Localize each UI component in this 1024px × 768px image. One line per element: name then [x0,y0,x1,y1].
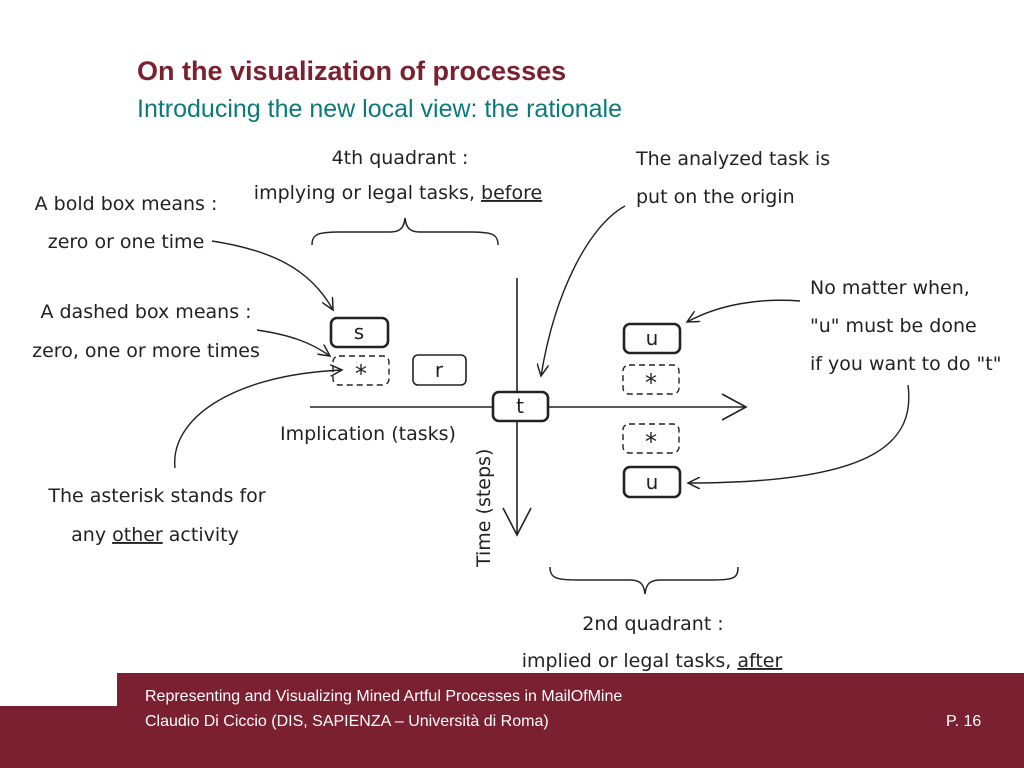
box-star-right-bottom: * [622,423,680,456]
arrow-u-top [687,299,801,322]
box-u-bottom-label: u [646,470,659,494]
origin-label-line1: The analyzed task is [635,148,830,170]
asterisk-label-line2: any other activity [71,524,239,546]
box-t: t [491,390,550,423]
arrow-asterisk [174,370,342,469]
dashed-box-label-line2: zero, one or more times [32,340,260,362]
implication-axis-label: Implication (tasks) [280,423,456,445]
dashed-box-label-line1: A dashed box means : [40,301,251,323]
origin-label-line2: put on the origin [636,186,795,208]
footer-tab [117,673,1024,707]
box-s: s [329,316,390,349]
box-star-right-bottom-label: * [645,428,657,456]
no-matter-label-line3: if you want to do "t" [810,353,1001,375]
slide-title: On the visualization of processes [137,56,567,86]
q2-label-line2: implied or legal tasks, after [522,650,783,672]
footer-band [0,706,1024,768]
slide-subtitle: Introducing the new local view: the rati… [137,95,623,123]
box-star-right-top: * [622,364,680,397]
q4-brace [311,217,499,246]
box-star-left-label: * [355,360,367,388]
arrow-bold-box [211,240,333,310]
bold-box-label-line2: zero or one time [48,231,205,253]
arrow-origin [541,205,626,376]
box-s-label: s [354,320,364,344]
box-t-label: t [516,394,524,418]
footer-author: Claudio Di Ciccio (DIS, SAPIENZA – Unive… [145,713,549,730]
box-u-top-label: u [646,326,659,350]
box-r: r [412,354,467,386]
bold-box-label-line1: A bold box means : [35,193,218,215]
box-star-right-top-label: * [645,369,657,397]
q4-label-line2: implying or legal tasks, before [254,182,542,204]
page-number: P. 16 [946,713,982,730]
no-matter-label-line2: "u" must be done [810,315,977,337]
time-axis-label: Time (steps) [473,449,495,568]
q2-label-line1: 2nd quadrant : [582,613,723,635]
asterisk-label-line1: The asterisk stands for [47,485,265,507]
q4-label-line1: 4th quadrant : [332,147,469,169]
no-matter-label-line1: No matter when, [810,277,970,299]
box-r-label: r [435,358,444,382]
arrow-u-bottom [688,384,910,483]
arrow-dashed-box [256,329,330,356]
q2-brace [549,566,739,595]
box-u-top: u [622,322,682,355]
box-u-bottom: u [622,465,682,499]
box-star-left: * [332,355,390,388]
footer-presentation-title: Representing and Visualizing Mined Artfu… [145,688,623,705]
